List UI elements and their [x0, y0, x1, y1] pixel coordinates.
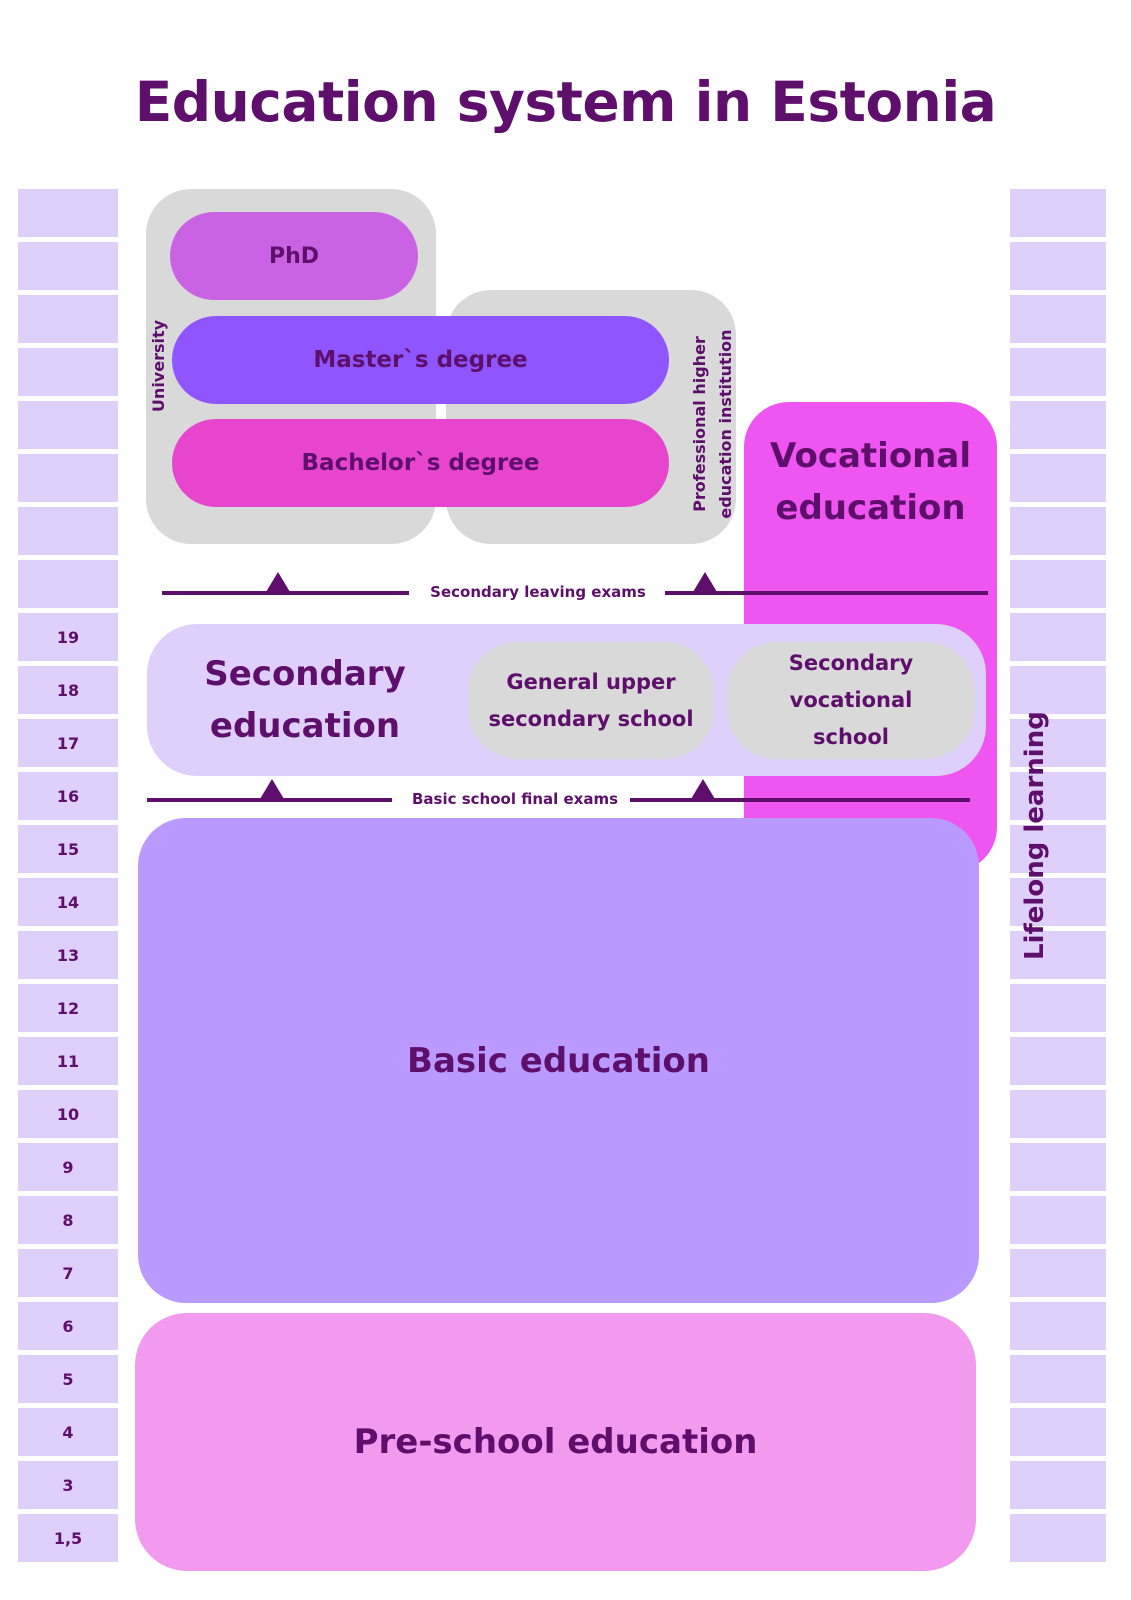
secondary-leaving-exams-label: Secondary leaving exams — [430, 583, 646, 601]
arrow-to-secondary-vocational — [691, 779, 715, 799]
lifelong-learning-cell — [1010, 454, 1106, 502]
lifelong-learning-cell — [1010, 931, 1106, 979]
age-cell — [18, 348, 118, 396]
lifelong-learning-cell — [1010, 1355, 1106, 1403]
basic-exams-line-left — [147, 798, 392, 802]
arrow-to-secondary-general — [260, 779, 284, 799]
professional-label-line1: Professional higher — [690, 336, 709, 512]
age-cell: 1,5 — [18, 1514, 118, 1562]
age-cell — [18, 507, 118, 555]
age-cell: 7 — [18, 1249, 118, 1297]
professional-higher-label: Professional higher education institutio… — [687, 314, 739, 534]
lifelong-learning-cell — [1010, 613, 1106, 661]
lifelong-learning-cell — [1010, 242, 1106, 290]
secondary-title-line2: education — [209, 706, 401, 746]
pre-school-education-box: Pre-school education — [135, 1313, 976, 1571]
basic-school-final-exams-label: Basic school final exams — [411, 790, 619, 808]
lifelong-learning-cell — [1010, 825, 1106, 873]
general-line1: General upper — [506, 669, 676, 694]
lifelong-learning-label: Lifelong learning — [1020, 711, 1050, 960]
sec-vocational-line3: school — [813, 725, 889, 749]
sec-vocational-line1: Secondary — [788, 651, 914, 675]
arrow-to-university — [266, 572, 290, 592]
lifelong-learning-cell — [1010, 1302, 1106, 1350]
masters-degree-box: Master`s degree — [172, 316, 669, 404]
lifelong-learning-cell — [1010, 719, 1106, 767]
age-cell: 16 — [18, 772, 118, 820]
age-column: 19 18 17 16 15 14 13 12 11 10 9 8 7 6 5 4 3 1,5 — [18, 189, 118, 1567]
arrow-to-professional — [693, 572, 717, 592]
secondary-education-title: Secondary education — [170, 640, 440, 760]
age-cell: 12 — [18, 984, 118, 1032]
lifelong-learning-cell — [1010, 1514, 1106, 1562]
lifelong-learning-cell — [1010, 560, 1106, 608]
age-cell: 6 — [18, 1302, 118, 1350]
age-cell — [18, 560, 118, 608]
age-cell: 15 — [18, 825, 118, 873]
vocational-line2: education — [775, 488, 966, 528]
general-line2: secondary school — [488, 706, 694, 731]
lifelong-learning-cell — [1010, 1143, 1106, 1191]
lifelong-learning-cell — [1010, 189, 1106, 237]
lifelong-learning-cell — [1010, 401, 1106, 449]
university-label: University — [149, 319, 168, 413]
age-cell — [18, 454, 118, 502]
sec-vocational-line2: vocational — [789, 688, 913, 712]
lifelong-learning-cell — [1010, 507, 1106, 555]
lifelong-learning-cell — [1010, 666, 1106, 714]
general-upper-secondary-school-box: General upper secondary school — [468, 642, 714, 759]
secondary-exams-line-left — [162, 591, 409, 595]
age-cell: 8 — [18, 1196, 118, 1244]
secondary-exams-line-right — [665, 591, 988, 595]
lifelong-learning-cell — [1010, 295, 1106, 343]
lifelong-learning-cell — [1010, 878, 1106, 926]
age-cell: 10 — [18, 1090, 118, 1138]
lifelong-learning-cell — [1010, 984, 1106, 1032]
secondary-title-line1: Secondary — [204, 654, 406, 694]
age-cell: 19 — [18, 613, 118, 661]
age-cell: 13 — [18, 931, 118, 979]
age-cell: 17 — [18, 719, 118, 767]
basic-education-box: Basic education — [138, 818, 979, 1303]
age-cell — [18, 401, 118, 449]
lifelong-learning-cell — [1010, 1196, 1106, 1244]
vocational-line1: Vocational — [770, 436, 971, 476]
lifelong-learning-cell — [1010, 1249, 1106, 1297]
page-title: Education system in Estonia — [134, 70, 997, 134]
age-cell — [18, 189, 118, 237]
lifelong-learning-column — [1010, 189, 1106, 1567]
age-cell: 11 — [18, 1037, 118, 1085]
basic-exams-line-right — [630, 798, 970, 802]
age-cell — [18, 295, 118, 343]
age-cell: 14 — [18, 878, 118, 926]
age-cell: 18 — [18, 666, 118, 714]
lifelong-learning-cell — [1010, 772, 1106, 820]
phd-box: PhD — [170, 212, 418, 300]
professional-label-line2: education institution — [716, 329, 735, 519]
age-cell: 5 — [18, 1355, 118, 1403]
lifelong-learning-cell — [1010, 1408, 1106, 1456]
age-cell: 9 — [18, 1143, 118, 1191]
lifelong-learning-cell — [1010, 1090, 1106, 1138]
age-cell: 4 — [18, 1408, 118, 1456]
secondary-vocational-school-box: Secondary vocational school — [727, 642, 975, 759]
age-cell — [18, 242, 118, 290]
bachelors-degree-box: Bachelor`s degree — [172, 419, 669, 507]
age-cell: 3 — [18, 1461, 118, 1509]
lifelong-learning-cell — [1010, 348, 1106, 396]
lifelong-learning-cell — [1010, 1461, 1106, 1509]
lifelong-learning-cell — [1010, 1037, 1106, 1085]
